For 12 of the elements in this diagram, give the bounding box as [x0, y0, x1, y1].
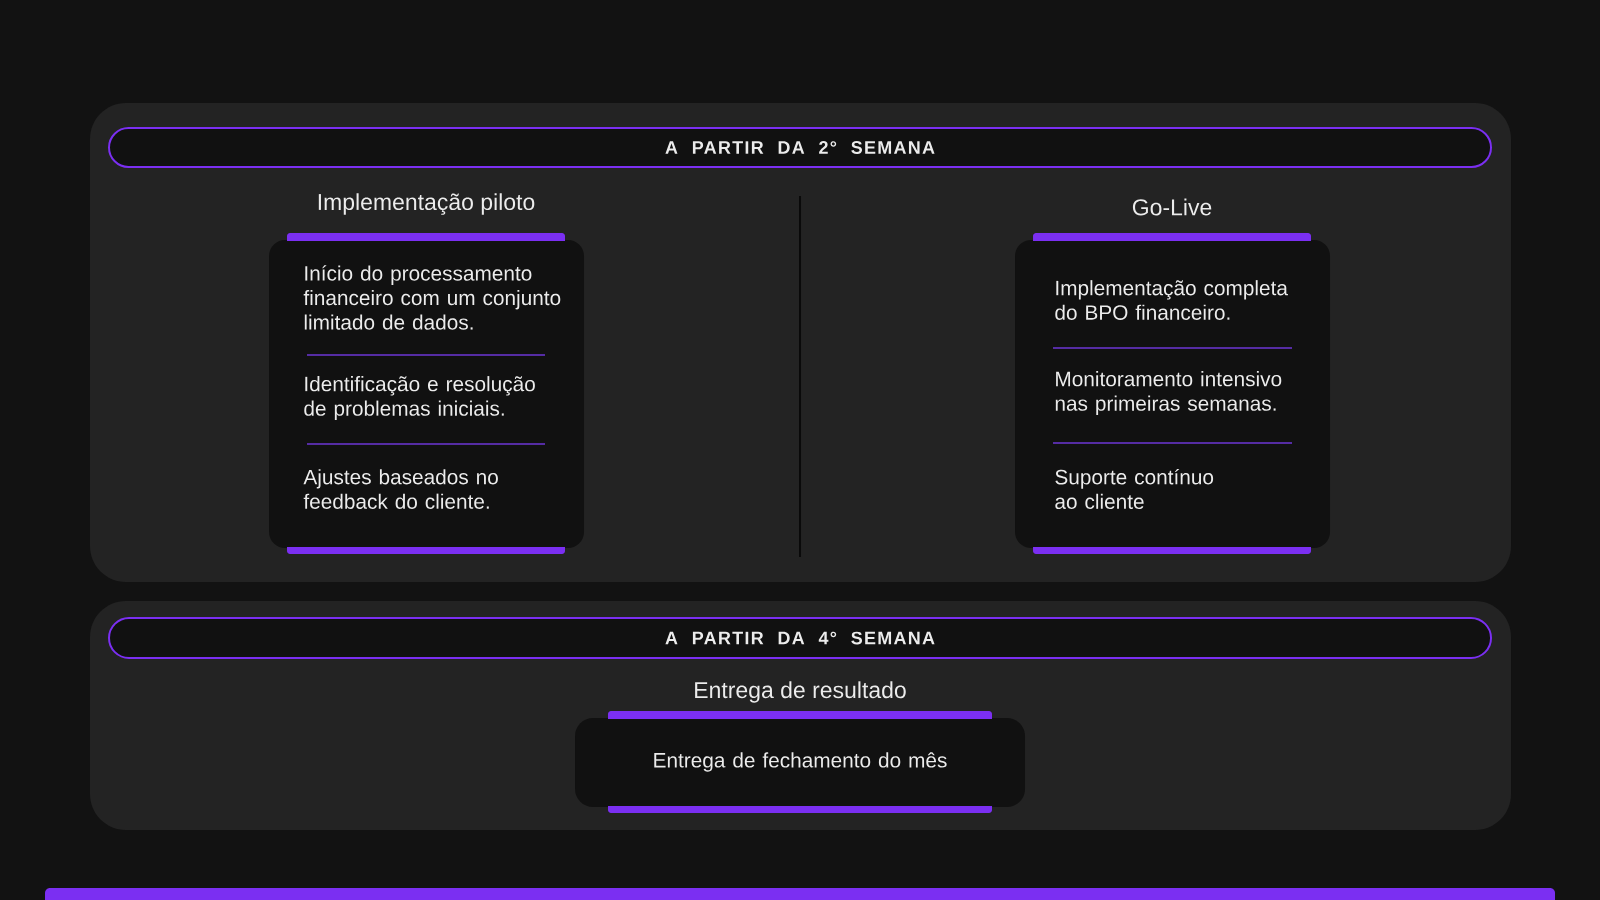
- list-item: Identificação e resolução de problemas iniciais.: [304, 376, 535, 420]
- header-band: A PARTIR DA 4° SEMANA: [108, 617, 1492, 659]
- list-item: Ajustes baseados no feedback do cliente.: [303, 469, 498, 509]
- list-item: Suporte contínuo ao cliente: [1055, 469, 1214, 509]
- header-band: A PARTIR DA 2° SEMANA: [108, 127, 1492, 168]
- list-item: Monitoramento intensivo nas primeiras semanas.: [1055, 371, 1282, 415]
- list-item: Início do processamento financeiro com um conjunto limitado de dados.: [303, 265, 561, 330]
- list-item: Entrega de fechamento do mês: [654, 752, 947, 772]
- list-item: Implementação completa do BPO financeiro.: [1055, 280, 1288, 320]
- column-heading: Go-Live: [1132, 198, 1212, 216]
- column-heading: Implementação piloto: [318, 193, 535, 215]
- column-heading: Entrega de resultado: [695, 681, 906, 703]
